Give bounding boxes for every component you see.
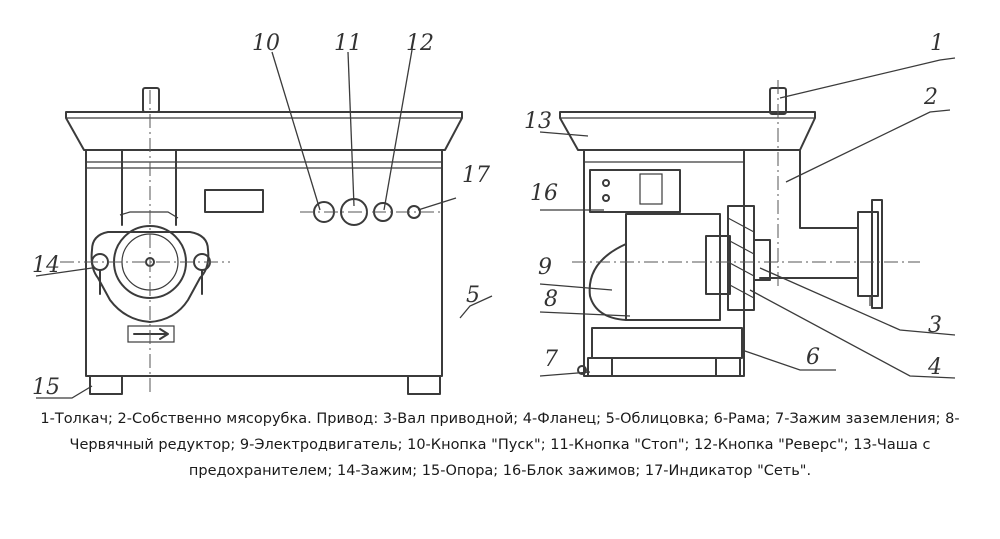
figure-caption: 1-Толкач; 2-Собственно мясорубка. Привод…	[40, 411, 960, 479]
pusher-front	[142, 87, 160, 113]
label-5: 5	[466, 283, 480, 308]
label-6: 6	[806, 345, 820, 370]
foot-side-right	[715, 357, 741, 377]
grinder-head-front	[90, 231, 210, 323]
foot-side-left	[587, 357, 613, 377]
grinder-neck	[121, 149, 177, 226]
motor-housing	[625, 213, 721, 321]
label-10: 10	[252, 31, 280, 56]
front-view	[60, 87, 463, 395]
terminal-block	[589, 169, 681, 213]
side-view	[559, 80, 920, 377]
label-7: 7	[544, 347, 558, 372]
label-16: 16	[530, 181, 558, 206]
foot-front-left	[89, 375, 123, 395]
label-17: 17	[462, 163, 490, 188]
label-9: 9	[538, 255, 552, 280]
foot-front-right	[407, 375, 441, 395]
nameplate	[204, 189, 264, 213]
label-4: 4	[927, 355, 942, 380]
label-11: 11	[334, 31, 362, 56]
label-1: 1	[930, 31, 944, 56]
leader-lines	[35, 49, 956, 399]
label-8: 8	[544, 287, 558, 312]
label-3: 3	[928, 313, 942, 338]
body-casing-front	[85, 149, 443, 377]
motor-end	[588, 243, 627, 321]
frame	[591, 327, 743, 359]
label-14: 14	[32, 253, 60, 278]
label-2: 2	[923, 85, 938, 110]
label-12: 12	[406, 31, 434, 56]
flange-side	[727, 205, 755, 311]
rotation-arrow-plate	[127, 325, 175, 343]
grinder-barrel	[743, 149, 859, 279]
callout-numbers: 1 2 3 4 5 6 7 8 9 10 11 12 13 14 15 16 1…	[32, 31, 944, 400]
label-13: 13	[524, 109, 552, 134]
outlet-flange	[857, 211, 879, 297]
label-15: 15	[32, 375, 60, 400]
meat-grinder-diagram: 1 2 3 4 5 6 7 8 9 10 11 12 13 14 15 16 1…	[32, 31, 956, 400]
body-casing-side	[583, 149, 745, 377]
ground-clamp	[577, 365, 587, 375]
